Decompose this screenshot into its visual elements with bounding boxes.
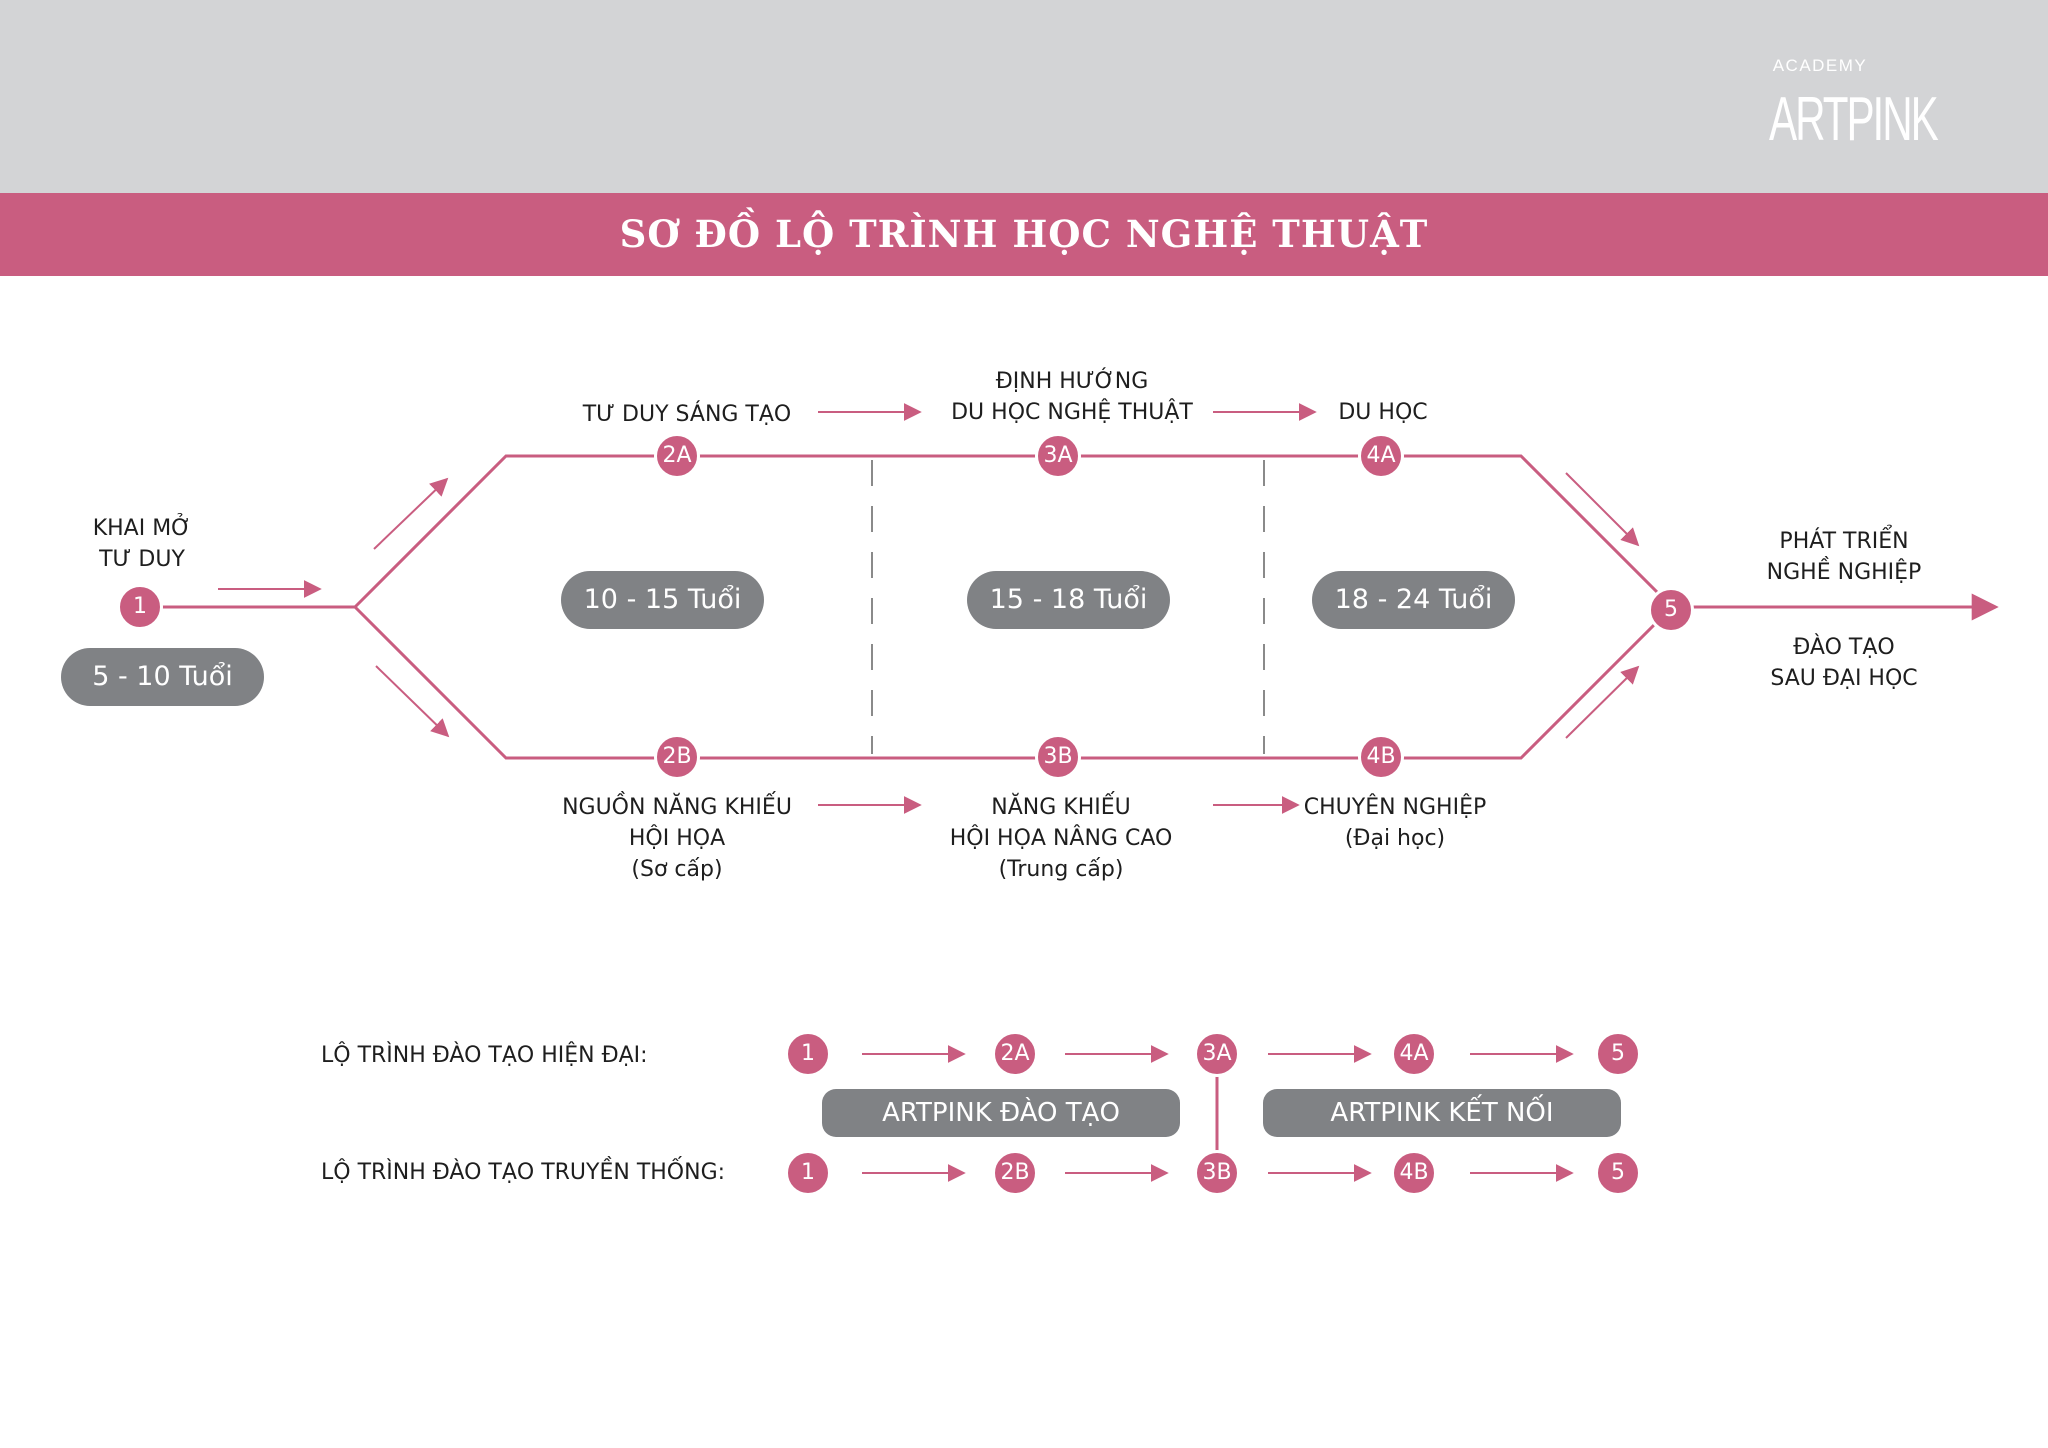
bottom-track <box>353 605 1674 760</box>
node-2b: 2B <box>654 734 700 780</box>
top-label-4a: DU HỌC <box>1283 397 1483 428</box>
bottom-label-4b: CHUYÊN NGHIỆP (Đại học) <box>1285 792 1505 854</box>
title-band: SƠ ĐỒ LỘ TRÌNH HỌC NGHỆ THUẬT <box>0 193 2048 276</box>
route-modern-node-1: 1 <box>785 1031 831 1077</box>
route-modern-node-3a: 3A <box>1194 1031 1240 1077</box>
route-traditional-node-3b: 3B <box>1194 1150 1240 1196</box>
route-traditional-node-1: 1 <box>785 1150 831 1196</box>
band-artpink-ket-noi: ARTPINK KẾT NỐI <box>1263 1089 1621 1137</box>
route-modern-node-5: 5 <box>1595 1031 1641 1077</box>
arrow-up-right <box>1565 665 1640 739</box>
bottom-label-4b-line2: (Đại học) <box>1344 826 1446 851</box>
node-2a: 2A <box>654 433 700 479</box>
end-label-bottom-line1: ĐÀO TẠO <box>1793 635 1895 660</box>
age-pill-1: 10 - 15 Tuổi <box>561 571 764 629</box>
top-label-3a-line2: DU HỌC NGHỆ THUẬT <box>951 400 1193 425</box>
top-band: ACADEMY ARTPINK <box>0 0 2048 193</box>
age-pill-start: 5 - 10 Tuổi <box>61 648 264 706</box>
page-title: SƠ ĐỒ LỘ TRÌNH HỌC NGHỆ THUẬT <box>619 212 1429 256</box>
node-3b: 3B <box>1035 734 1081 780</box>
node-4a: 4A <box>1358 433 1404 479</box>
top-label-3a: ĐỊNH HƯỚNG DU HỌC NGHỆ THUẬT <box>932 366 1212 428</box>
age-pill-2: 15 - 18 Tuổi <box>967 571 1170 629</box>
top-label-2a-line2: TƯ DUY SÁNG TẠO <box>582 402 792 427</box>
bottom-label-2b: NGUỒN NĂNG KHIẾU HỘI HỌA (Sơ cấp) <box>527 792 827 885</box>
route-traditional-node-2b: 2B <box>992 1150 1038 1196</box>
route-traditional-label: LỘ TRÌNH ĐÀO TẠO TRUYỀN THỐNG: <box>321 1160 726 1185</box>
arrow-down-left <box>375 665 450 738</box>
bottom-label-2b-line2: HỘI HỌA <box>628 826 726 851</box>
arrow-up-left <box>373 477 449 550</box>
end-label-bottom: ĐÀO TẠO SAU ĐẠI HỌC <box>1734 632 1954 694</box>
bottom-label-3b-line1: NĂNG KHIẾU <box>991 795 1131 820</box>
route-traditional-node-5: 5 <box>1595 1150 1641 1196</box>
arrow-down-right <box>1565 472 1640 547</box>
bottom-label-3b-line3: (Trung cấp) <box>998 857 1124 882</box>
bottom-label-3b-line2: HỘI HỌA NÂNG CAO <box>949 826 1173 851</box>
top-label-3a-line1: ĐỊNH HƯỚNG <box>995 369 1149 394</box>
end-label-top-line2: NGHỀ NGHIỆP <box>1766 560 1922 585</box>
route-modern-node-2a: 2A <box>992 1031 1038 1077</box>
top-track <box>353 454 1674 609</box>
end-label-top-line1: PHÁT TRIỂN <box>1779 529 1909 554</box>
bottom-label-2b-line3: (Sơ cấp) <box>631 857 723 882</box>
node-3a: 3A <box>1035 433 1081 479</box>
route-modern-node-4a: 4A <box>1391 1031 1437 1077</box>
node-1: 1 <box>117 584 163 630</box>
start-label-line2: TƯ DUY <box>99 547 185 572</box>
start-label-line1: KHAI MỞ <box>92 516 192 541</box>
bottom-label-2b-line1: NGUỒN NĂNG KHIẾU <box>562 795 792 820</box>
route-modern-label: LỘ TRÌNH ĐÀO TẠO HIỆN ĐẠI: <box>321 1043 648 1068</box>
node-5: 5 <box>1648 587 1694 633</box>
route-traditional-node-4b: 4B <box>1391 1150 1437 1196</box>
age-pill-3: 18 - 24 Tuổi <box>1312 571 1515 629</box>
top-label-2a: TƯ DUY SÁNG TẠO <box>547 399 827 430</box>
bottom-label-4b-line1: CHUYÊN NGHIỆP <box>1303 795 1487 820</box>
end-label-top: PHÁT TRIỂN NGHỀ NGHIỆP <box>1734 526 1954 588</box>
end-label-bottom-line2: SAU ĐẠI HỌC <box>1770 666 1918 691</box>
start-label: KHAI MỞ TƯ DUY <box>62 513 222 575</box>
logo-academy-text: ACADEMY <box>1772 56 1868 75</box>
band-artpink-dao-tao: ARTPINK ĐÀO TẠO <box>822 1089 1180 1137</box>
top-label-4a-line2: DU HỌC <box>1338 400 1428 425</box>
node-4b: 4B <box>1358 734 1404 780</box>
bottom-label-3b: NĂNG KHIẾU HỘI HỌA NÂNG CAO (Trung cấp) <box>911 792 1211 885</box>
